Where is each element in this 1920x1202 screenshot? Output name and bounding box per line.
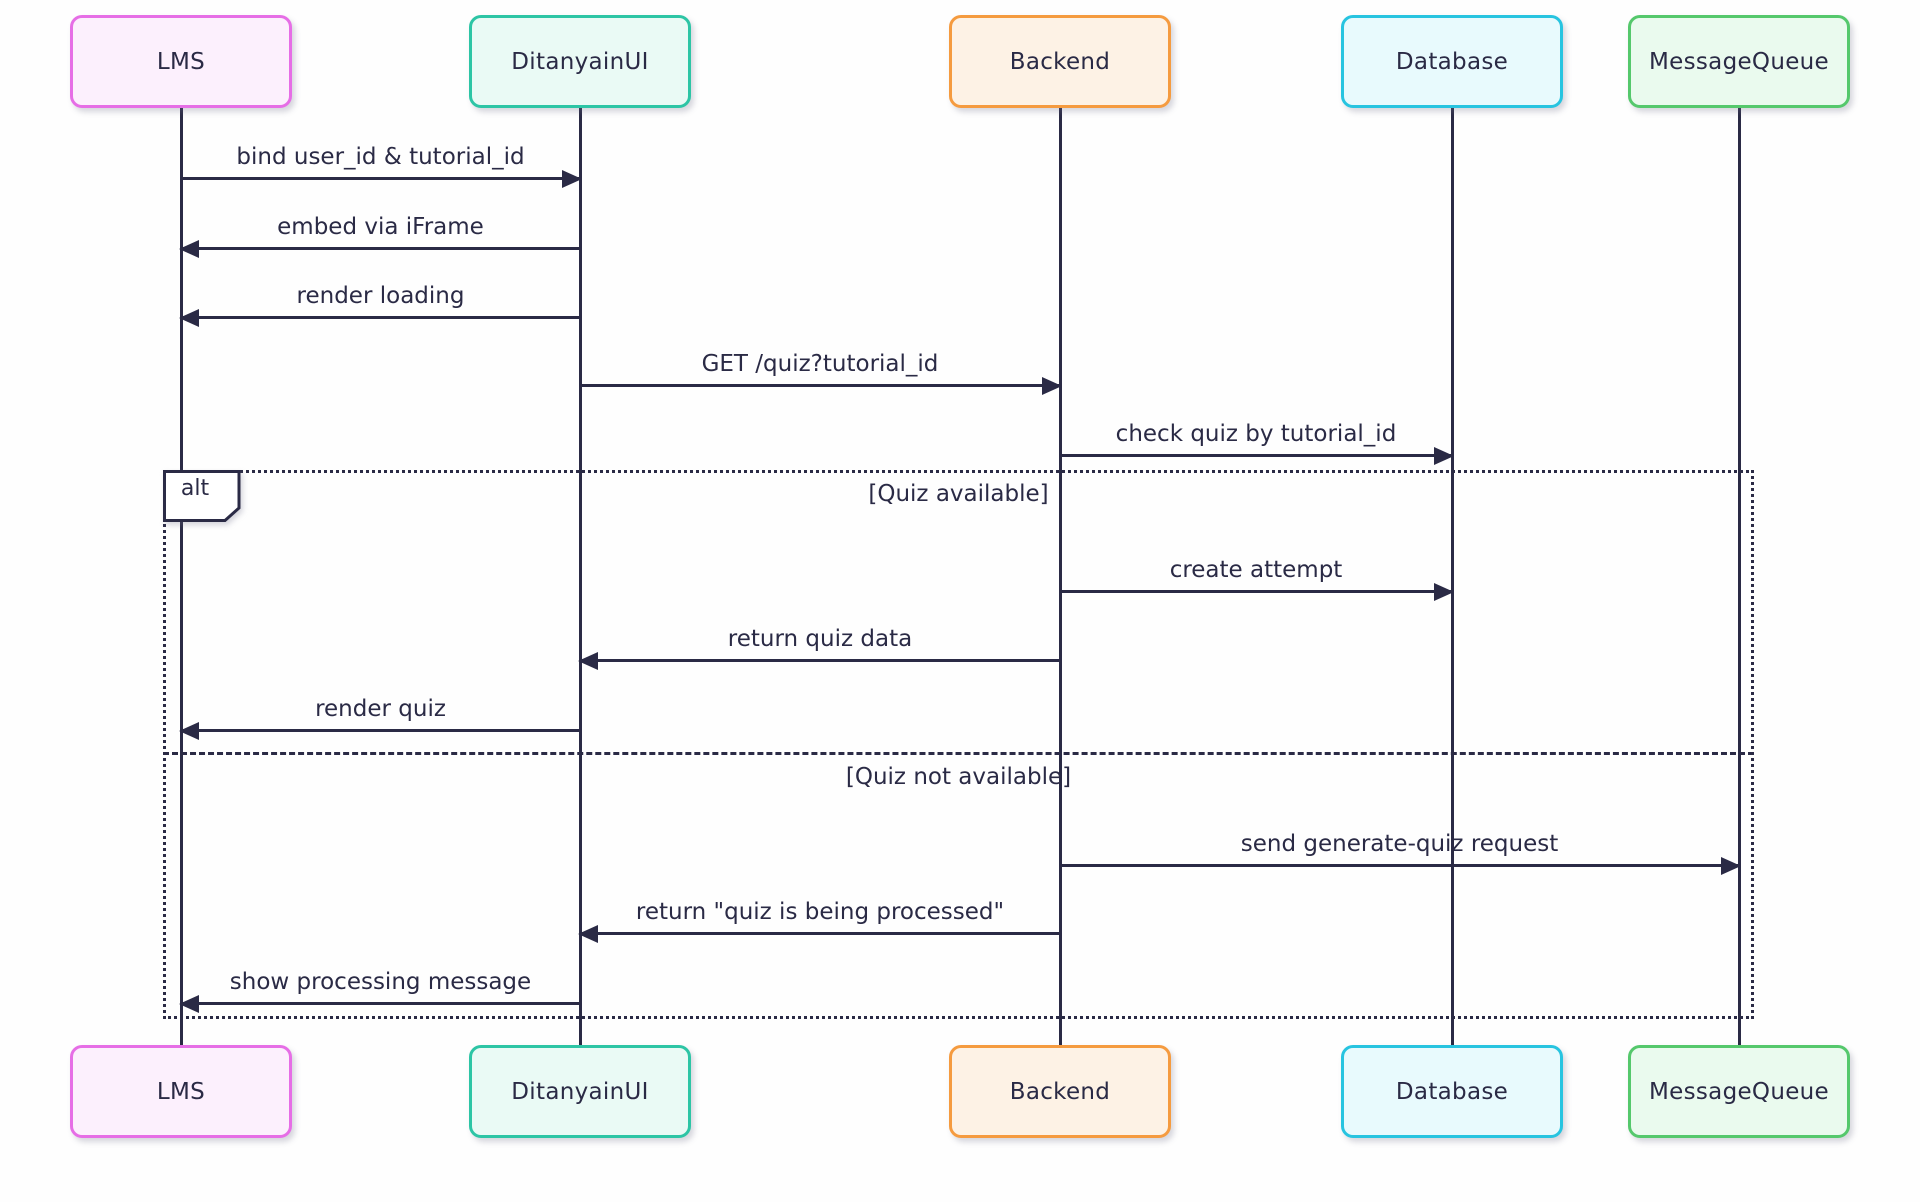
message-label: send generate-quiz request <box>1240 831 1559 857</box>
message-line <box>1060 454 1452 457</box>
message-line <box>181 1002 580 1005</box>
message-line <box>181 729 580 732</box>
alt-frame: [Quiz available] [Quiz not available] <box>163 470 1754 1019</box>
message-check-quiz: check quiz by tutorial_id <box>1060 417 1454 465</box>
message-embed-iframe: embed via iFrame <box>179 210 580 258</box>
arrowhead-left-icon <box>179 309 199 327</box>
alt-section-divider <box>163 752 1754 755</box>
message-show-processing: show processing message <box>179 965 580 1013</box>
message-render-loading: render loading <box>179 279 580 327</box>
alt-condition-quiz-available: [Quiz available] <box>868 481 1049 507</box>
lifeline-database <box>1450 108 1454 1045</box>
arrowhead-right-icon <box>1434 447 1454 465</box>
lifeline-backend <box>1058 108 1062 1045</box>
message-line <box>580 659 1060 662</box>
participant-box-database-top: Database <box>1341 15 1563 108</box>
participant-label: Backend <box>1009 1078 1111 1105</box>
lifeline-lms <box>179 108 183 1045</box>
arrowhead-left-icon <box>179 240 199 258</box>
participant-box-backend-bottom: Backend <box>949 1045 1171 1138</box>
alt-operator-text: alt <box>180 476 210 501</box>
message-label: create attempt <box>1169 557 1343 583</box>
message-return-quiz-data: return quiz data <box>578 622 1060 670</box>
message-line <box>181 316 580 319</box>
message-line <box>181 177 580 180</box>
message-return-processing: return "quiz is being processed" <box>578 895 1060 943</box>
message-label: show processing message <box>229 969 532 995</box>
participant-label: Database <box>1395 1078 1509 1105</box>
participant-label: Database <box>1395 48 1509 75</box>
arrowhead-left-icon <box>578 925 598 943</box>
arrowhead-left-icon <box>578 652 598 670</box>
lifeline-messagequeue <box>1737 108 1741 1045</box>
message-render-quiz: render quiz <box>179 692 580 740</box>
participant-label: DitanyainUI <box>511 48 649 75</box>
alt-condition-quiz-not-available: [Quiz not available] <box>845 764 1072 790</box>
message-line <box>580 932 1060 935</box>
arrowhead-left-icon <box>179 722 199 740</box>
participant-box-database-bottom: Database <box>1341 1045 1563 1138</box>
message-label: return quiz data <box>727 626 913 652</box>
message-line <box>580 384 1060 387</box>
participant-box-lms-top: LMS <box>70 15 292 108</box>
arrowhead-right-icon <box>562 170 582 188</box>
participant-label: LMS <box>156 48 206 75</box>
message-line <box>181 247 580 250</box>
message-line <box>1060 864 1739 867</box>
message-label: GET /quiz?tutorial_id <box>701 351 939 377</box>
participant-box-ditanyainui-bottom: DitanyainUI <box>469 1045 691 1138</box>
participant-box-messagequeue-top: MessageQueue <box>1628 15 1850 108</box>
message-label: bind user_id & tutorial_id <box>236 144 525 170</box>
message-label: return "quiz is being processed" <box>635 899 1005 925</box>
participant-label: MessageQueue <box>1649 48 1829 75</box>
participant-label: LMS <box>156 1078 206 1105</box>
participant-label: MessageQueue <box>1649 1078 1829 1105</box>
lifeline-ditanyainui <box>578 108 582 1045</box>
participant-box-backend-top: Backend <box>949 15 1171 108</box>
participant-label: Backend <box>1009 48 1111 75</box>
participant-label: DitanyainUI <box>511 1078 649 1105</box>
message-create-attempt: create attempt <box>1060 553 1454 601</box>
arrowhead-right-icon <box>1042 377 1062 395</box>
message-label: check quiz by tutorial_id <box>1115 421 1397 447</box>
arrowhead-right-icon <box>1434 583 1454 601</box>
message-label: embed via iFrame <box>277 214 484 240</box>
participant-box-lms-bottom: LMS <box>70 1045 292 1138</box>
message-bind-user-id: bind user_id & tutorial_id <box>181 140 582 188</box>
participant-box-messagequeue-bottom: MessageQueue <box>1628 1045 1850 1138</box>
message-get-quiz: GET /quiz?tutorial_id <box>580 347 1062 395</box>
arrowhead-right-icon <box>1721 857 1741 875</box>
participant-box-ditanyainui-top: DitanyainUI <box>469 15 691 108</box>
alt-operator-label: alt <box>163 470 243 528</box>
arrowhead-left-icon <box>179 995 199 1013</box>
message-label: render loading <box>296 283 465 309</box>
message-line <box>1060 590 1452 593</box>
message-label: render quiz <box>315 696 446 722</box>
alt-label-shape <box>163 470 241 522</box>
message-send-generate-quiz: send generate-quiz request <box>1060 827 1741 875</box>
